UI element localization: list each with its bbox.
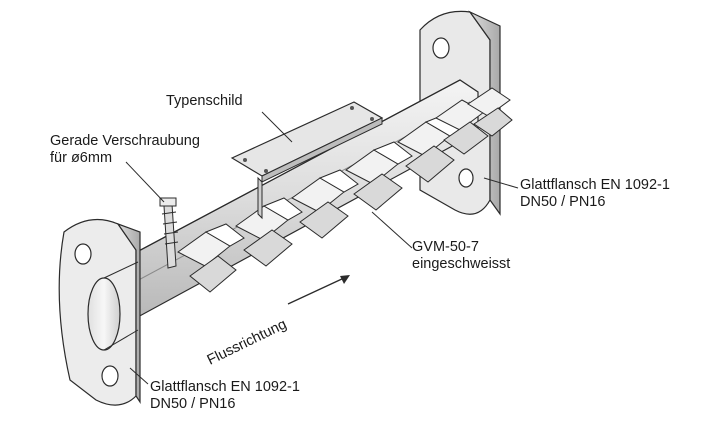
flange-bolt-hole: [458, 168, 474, 188]
flange-bolt-hole: [74, 243, 92, 265]
mixer-elements: [177, 87, 513, 293]
label-verschraubung-line2: für ø6mm: [50, 150, 113, 166]
leader-verschraubung: [125, 161, 165, 203]
leader-mixer: [371, 211, 413, 249]
type-plate: [230, 101, 384, 220]
mixer-element: [467, 87, 513, 137]
label-typenschild: Typenschild: [166, 93, 243, 109]
label-verschraubung-line1: Gerade Verschraubung: [50, 133, 200, 149]
label-flange-right-line2: DN50 / PN16: [520, 194, 606, 210]
label-flange-right-line1: Glattflansch EN 1092-1: [520, 177, 670, 193]
mixer-element: [345, 141, 413, 211]
pipe-bore: [87, 277, 121, 351]
left-flange: [58, 218, 141, 406]
leader-flange-left: [129, 367, 149, 385]
leader-typenschild: [261, 111, 293, 143]
flange-bolt-hole: [432, 37, 450, 59]
flange-bolt-hole: [101, 365, 119, 387]
mixer-element: [397, 113, 465, 183]
mixer-element: [291, 169, 359, 239]
leader-flange-right: [483, 177, 519, 189]
label-mixer-line2: eingeschweisst: [412, 256, 511, 272]
straight-fitting: [159, 197, 179, 269]
label-flange-left-line2: DN50 / PN16: [150, 396, 236, 412]
flow-direction-label: Flussrichtung: [205, 316, 290, 368]
leader-lines: [125, 111, 519, 385]
flow-direction-arrow: [287, 275, 350, 305]
label-mixer-line1: GVM-50-7: [412, 239, 479, 255]
label-flange-left-line1: Glattflansch EN 1092-1: [150, 379, 300, 395]
mixer-element: [177, 223, 245, 293]
mixer-element: [235, 197, 303, 267]
